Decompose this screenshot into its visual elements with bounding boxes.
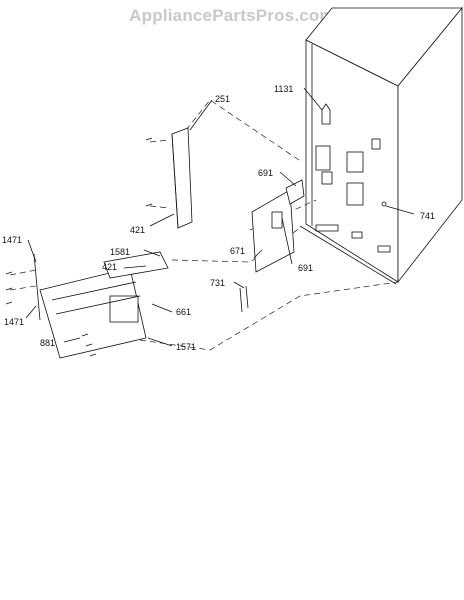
callout-1471-lower: 1471 — [4, 317, 24, 327]
watermark: AppliancePartsPros.com — [129, 6, 335, 25]
callout-741: 741 — [420, 211, 435, 221]
callout-671: 671 — [230, 246, 245, 256]
callout-1471-upper: 1471 — [2, 235, 22, 245]
leader-lines — [25, 87, 415, 347]
callout-731: 731 — [210, 278, 225, 288]
callout-661: 661 — [176, 307, 191, 317]
callout-421-lower: 421 — [102, 262, 117, 272]
callout-881: 881 — [40, 338, 55, 348]
callout-421-upper: 421 — [130, 225, 145, 235]
callout-691-upper: 691 — [258, 168, 273, 178]
bracket-731-part — [239, 285, 249, 313]
callout-691-lower: 691 — [298, 263, 313, 273]
callout-251: 251 — [215, 94, 230, 104]
callout-1131: 1131 — [274, 84, 293, 94]
mounting-panel-part — [251, 179, 305, 273]
front-bracket-assembly — [33, 251, 169, 359]
callout-1571: 1571 — [176, 342, 196, 352]
screws — [5, 137, 153, 357]
vertical-bracket-part — [171, 127, 193, 229]
callout-1581: 1581 — [110, 247, 130, 257]
refrigerator-cabinet — [299, 6, 463, 285]
